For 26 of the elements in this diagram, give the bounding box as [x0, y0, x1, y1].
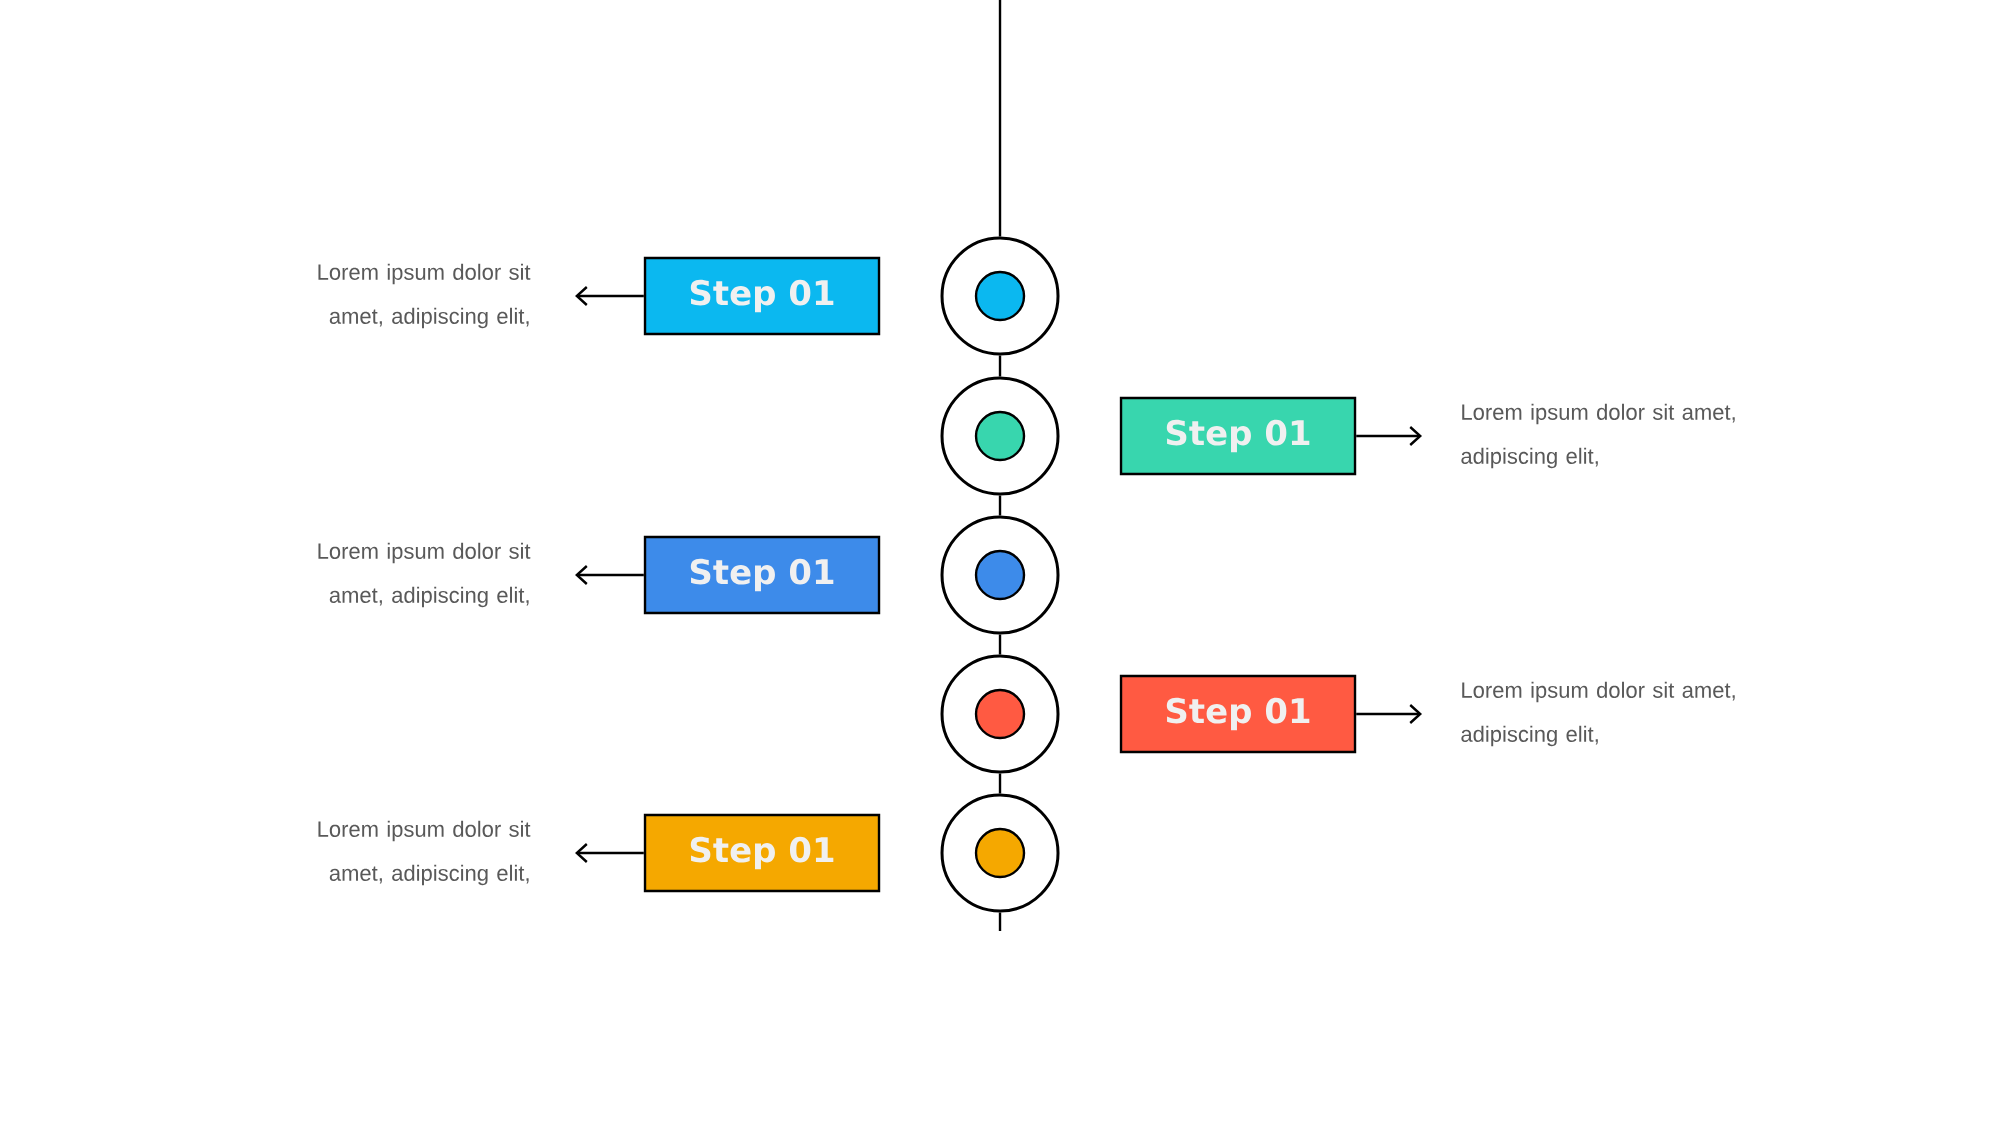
step-tag: Step 01 [1119, 396, 1357, 476]
timeline-line [998, 495, 1002, 516]
ring-marker [940, 515, 1060, 635]
arrow [575, 565, 644, 585]
arrow [575, 286, 644, 306]
description-text: Lorem ipsum dolor sit amet, adipiscing elit, [1461, 403, 1735, 469]
step-tag: Step 01 [643, 813, 881, 893]
arrow [1356, 426, 1423, 446]
step-tag: Step 01 [643, 256, 881, 336]
timeline-line [998, 773, 1002, 794]
timeline-line [998, 0, 1002, 237]
ring-marker [940, 793, 1060, 913]
arrow [1356, 704, 1423, 724]
timeline-line [998, 634, 1002, 655]
ring-marker [940, 654, 1060, 774]
description-text: Lorem ipsum dolor sit amet, adipiscing elit, [1461, 681, 1735, 747]
description-text: Lorem ipsum dolor sit amet, adipiscing elit, [318, 542, 531, 608]
timeline-line [998, 355, 1002, 377]
step-tag: Step 01 [643, 535, 881, 615]
step-tag: Step 01 [1119, 674, 1357, 754]
ring-marker [940, 236, 1060, 356]
description-text: Lorem ipsum dolor sit amet, adipiscing elit, [318, 820, 531, 886]
arrow [575, 843, 644, 863]
ring-marker [940, 376, 1060, 496]
timeline-line [998, 912, 1002, 931]
description-text: Lorem ipsum dolor sit amet, adipiscing elit, [318, 263, 531, 329]
